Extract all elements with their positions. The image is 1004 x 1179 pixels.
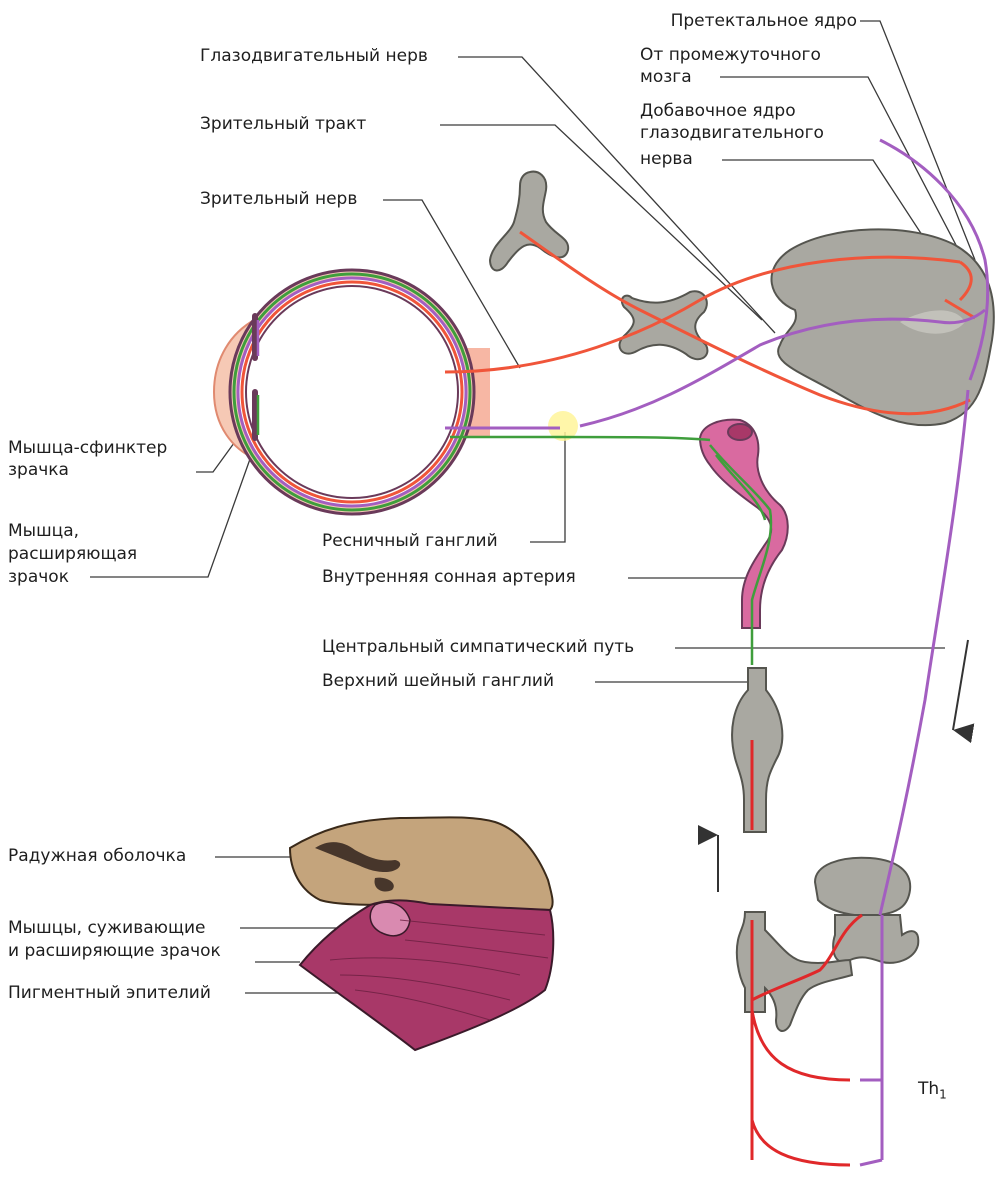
label-muscles-1: Мышцы, суживающие	[8, 917, 205, 939]
label-accessory-nucleus-1: Добавочное ядро	[640, 100, 796, 122]
label-dilator-1: Мышца,	[8, 520, 79, 542]
spinal-cord-segment	[737, 858, 918, 1031]
label-dilator-3: зрачок	[8, 566, 69, 588]
label-central-sympathetic-path: Центральный симпатический путь	[322, 636, 634, 658]
label-from-diencephalon-1: От промежуточного	[640, 44, 821, 66]
label-superior-cervical-ganglion: Верхний шейный ганглий	[322, 670, 554, 692]
leader-lines	[90, 21, 975, 993]
label-dilator-2: расширяющая	[8, 543, 137, 565]
label-pretectal-nucleus: Претектальное ядро	[612, 10, 857, 32]
label-optic-tract: Зрительный тракт	[200, 113, 366, 135]
label-optic-nerve: Зрительный нерв	[200, 188, 357, 210]
label-accessory-nucleus-3: нерва	[640, 148, 693, 170]
label-muscles-2: и расширяющие зрачок	[8, 940, 221, 962]
label-sphincter-2: зрачка	[8, 459, 69, 481]
brainstem-section	[771, 229, 993, 425]
segment-sub: 1	[939, 1087, 947, 1101]
label-iris: Радужная оболочка	[8, 845, 186, 867]
superior-cervical-ganglion	[732, 668, 782, 832]
internal-carotid-artery	[700, 420, 788, 628]
iris-block	[290, 817, 553, 1050]
label-internal-carotid-artery: Внутренняя сонная артерия	[322, 566, 576, 588]
label-from-diencephalon-2: мозга	[640, 66, 692, 88]
segment-base: Th	[918, 1079, 939, 1099]
label-segment-th1: Th1	[918, 1078, 947, 1105]
label-ciliary-ganglion: Ресничный ганглий	[322, 530, 498, 552]
optic-chiasm	[620, 291, 708, 359]
upper-stalk	[490, 172, 568, 271]
label-pigment-epithelium: Пигментный эпителий	[8, 982, 211, 1004]
label-sphincter-1: Мышца-сфинктер	[8, 437, 167, 459]
eyeball	[214, 270, 490, 514]
label-oculomotor-nerve: Глазодвигательный нерв	[200, 45, 428, 67]
label-accessory-nucleus-2: глазодвигательного	[640, 122, 824, 144]
